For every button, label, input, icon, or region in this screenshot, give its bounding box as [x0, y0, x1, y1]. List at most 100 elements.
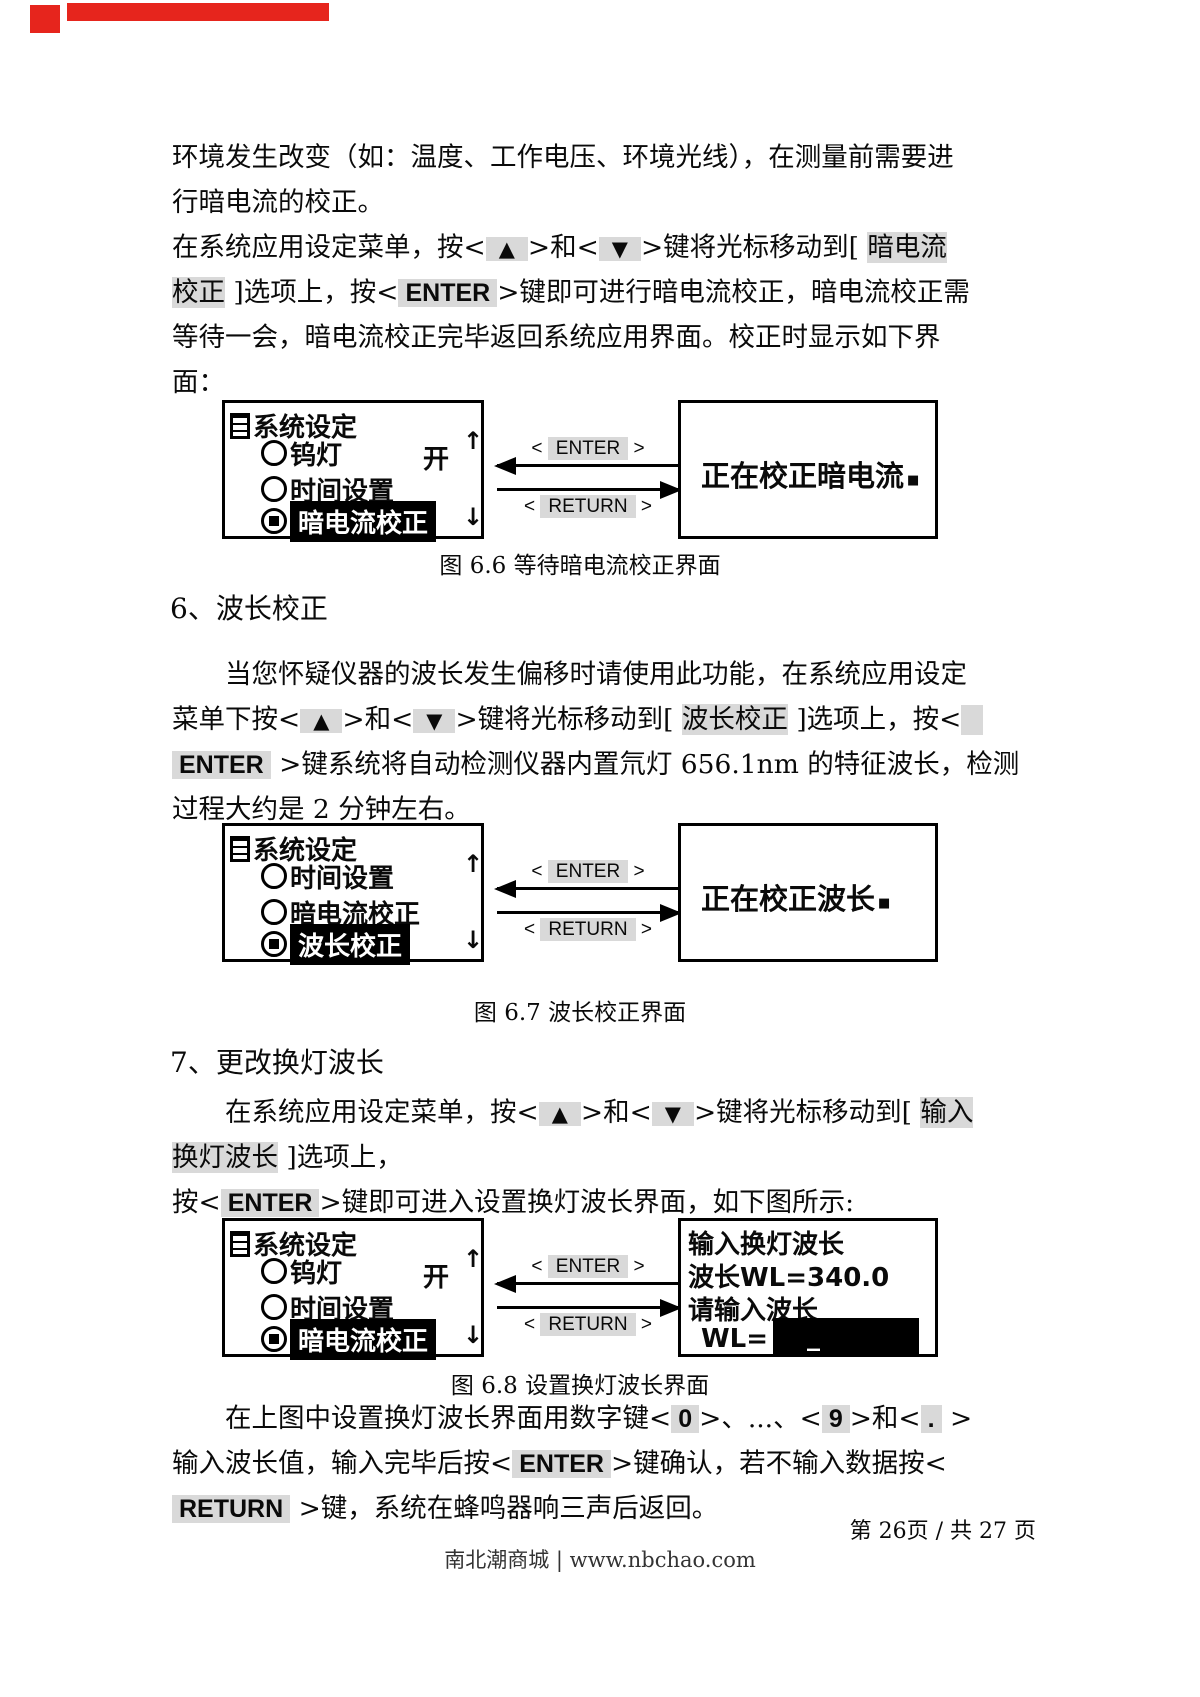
arrow-left — [494, 457, 679, 475]
lcd-status-text: 正在校正暗电流■ — [701, 459, 920, 493]
para-dark-current: 环境发生改变（如：温度、工作电压、环境光线），在测量前需要进行暗电流的校正。在系… — [172, 135, 972, 405]
menu-icon — [230, 835, 250, 862]
para-wavelength-cal: 当您怀疑仪器的波长发生偏移时请使用此功能，在系统应用设定菜单下按<▲>和<▼>键… — [172, 652, 1019, 832]
input-cursor: _ — [807, 1322, 820, 1352]
text-line: 在系统应用设定菜单，按<▲>和<▼>键将光标移动到[ 暗电流 — [172, 232, 947, 263]
key-arrows: < ENTER > < RETURN > — [494, 823, 682, 962]
text-line: 过程大约是 2 分钟左右。 — [172, 794, 471, 825]
lcd-line: 波长WL=340.0 — [688, 1263, 890, 1293]
figure-caption: 图 6.7 波长校正界面 — [473, 1000, 687, 1026]
return-key-label: < RETURN > — [524, 1313, 652, 1336]
radio-icon — [261, 476, 287, 502]
figure-caption: 图 6.6 等待暗电流校正界面 — [439, 553, 721, 579]
text-line: 在系统应用设定菜单，按<▲>和<▼>键将光标移动到[ 输入 — [172, 1097, 974, 1128]
red-marker-bar — [67, 3, 329, 21]
para-number-keys: 在上图中设置换灯波长界面用数字键<0>、...、<9>和<. >输入波长值，输入… — [172, 1396, 972, 1531]
arrow-right-head-icon — [660, 1299, 682, 1317]
text-line: 按<ENTER>键即可进入设置换灯波长界面，如下图所示: — [172, 1187, 855, 1218]
scroll-down-icon: ↓ — [463, 926, 484, 954]
site-footer: 南北潮商城 | www.nbchao.com — [444, 1548, 756, 1572]
page-number: 第 26页 / 共 27 页 — [849, 1519, 1036, 1544]
radio-icon — [261, 899, 287, 925]
enter-key-label: < ENTER > — [531, 437, 645, 460]
menu-item-value: 开 — [423, 1263, 450, 1293]
lcd-title-row: 系统设定 — [230, 1225, 357, 1262]
arrow-left-head-icon — [494, 1275, 516, 1293]
lcd-line: 输入换灯波长 — [688, 1230, 845, 1260]
figure-6-6: 系统设定 钨灯 开 时间设置 暗电流校正 ↑ ↓ < ENTER > < RET… — [0, 400, 1200, 545]
lcd-screen-input: 输入换灯波长 波长WL=340.0 请输入波长 WL= _ — [678, 1218, 938, 1357]
radio-icon — [261, 1258, 287, 1284]
lcd-title: 系统设定 — [253, 836, 358, 866]
arrow-left — [494, 880, 679, 898]
lcd-title-row: 系统设定 — [230, 830, 357, 867]
section-7-heading: 7、更改换灯波长 — [170, 1046, 384, 1079]
arrow-left — [494, 1275, 679, 1293]
menu-item-row: 时间设置 — [261, 860, 395, 894]
text-line: 菜单下按<▲>和<▼>键将光标移动到[ 波长校正 ]选项上，按< — [172, 697, 984, 742]
arrow-right — [497, 904, 682, 922]
arrow-left-head-icon — [494, 457, 516, 475]
radio-icon — [261, 440, 287, 466]
text-line: 面： — [172, 367, 225, 398]
lcd-title-row: 系统设定 — [230, 407, 357, 444]
menu-icon — [230, 1230, 250, 1257]
para-lamp-wavelength: 在系统应用设定菜单，按<▲>和<▼>键将光标移动到[ 输入换灯波长 ]选项上， 按… — [172, 1090, 974, 1225]
menu-item-label: 时间设置 — [290, 863, 395, 894]
menu-item-row-selected: 暗电流校正 — [261, 1318, 437, 1360]
return-key-label: < RETURN > — [524, 495, 652, 518]
text-line: 等待一会，暗电流校正完毕返回系统应用界面。校正时显示如下界 — [172, 322, 941, 353]
menu-icon — [230, 412, 250, 439]
lcd-input-label: WL= — [701, 1324, 769, 1354]
lcd-screen-menu: 系统设定 钨灯 开 时间设置 暗电流校正 ↑ ↓ — [222, 400, 484, 542]
scroll-up-icon: ↑ — [463, 1245, 484, 1273]
text-line: 环境发生改变（如：温度、工作电压、环境光线），在测量前需要进 — [172, 142, 954, 173]
lcd-screen-menu: 系统设定 钨灯 开 时间设置 暗电流校正 ↑ ↓ — [222, 1218, 484, 1360]
arrow-right — [497, 1299, 682, 1317]
lcd-screen-status: 正在校正暗电流■ — [678, 400, 938, 539]
text-line: 当您怀疑仪器的波长发生偏移时请使用此功能，在系统应用设定 — [172, 659, 967, 690]
lcd-screen-menu: 系统设定 时间设置 暗电流校正 波长校正 ↑ ↓ — [222, 823, 484, 965]
square-period-icon: ■ — [907, 473, 920, 488]
radio-selected-icon — [261, 508, 287, 534]
text-line: 换灯波长 ]选项上， — [172, 1142, 403, 1173]
lcd-title: 系统设定 — [253, 1231, 358, 1261]
radio-icon — [261, 863, 287, 889]
lcd-title: 系统设定 — [253, 413, 358, 443]
text-line: 在上图中设置换灯波长界面用数字键<0>、...、<9>和<. > — [172, 1403, 973, 1434]
menu-item-row-selected: 波长校正 — [261, 923, 411, 965]
key-arrows: < ENTER > < RETURN > — [494, 400, 682, 539]
enter-key-label: < ENTER > — [531, 860, 645, 883]
red-marker-square — [30, 5, 60, 33]
wavelength-input-field: _ — [773, 1318, 919, 1354]
text-line: RETURN >键，系统在蜂鸣器响三声后返回。 — [172, 1486, 972, 1531]
radio-selected-icon — [261, 1326, 287, 1352]
figure-6-8: 系统设定 钨灯 开 时间设置 暗电流校正 ↑ ↓ < ENTER > < RET… — [0, 1218, 1200, 1363]
text-line: 行暗电流的校正。 — [172, 187, 384, 218]
arrow-left-head-icon — [494, 880, 516, 898]
scroll-down-icon: ↓ — [463, 503, 484, 531]
lcd-status-text: 正在校正波长■ — [701, 882, 891, 916]
menu-item-label: 暗电流校正 — [290, 500, 437, 542]
arrow-right-head-icon — [660, 904, 682, 922]
return-key-label: < RETURN > — [524, 918, 652, 941]
menu-item-label: 暗电流校正 — [290, 1318, 437, 1360]
menu-item-row: 钨灯 — [261, 437, 343, 471]
enter-key-label: < ENTER > — [531, 1255, 645, 1278]
figure-caption: 图 6.8 设置换灯波长界面 — [450, 1373, 710, 1399]
arrow-right-head-icon — [660, 481, 682, 499]
figure-6-7: 系统设定 时间设置 暗电流校正 波长校正 ↑ ↓ < ENTER > < RET… — [0, 823, 1200, 968]
arrow-right — [497, 481, 682, 499]
lcd-screen-status: 正在校正波长■ — [678, 823, 938, 962]
menu-item-row-selected: 暗电流校正 — [261, 500, 437, 542]
square-period-icon: ■ — [878, 896, 891, 911]
text-line: 校正 ]选项上，按<ENTER>键即可进行暗电流校正，暗电流校正需 — [172, 277, 970, 308]
menu-item-row: 钨灯 — [261, 1255, 343, 1289]
menu-item-value: 开 — [423, 445, 450, 475]
scroll-down-icon: ↓ — [463, 1321, 484, 1349]
key-arrows: < ENTER > < RETURN > — [494, 1218, 682, 1357]
menu-item-label: 钨灯 — [290, 440, 343, 471]
text-line: ENTER >键系统将自动检测仪器内置氘灯 656.1nm 的特征波长，检测 — [172, 742, 1019, 787]
menu-item-label: 钨灯 — [290, 1258, 343, 1289]
